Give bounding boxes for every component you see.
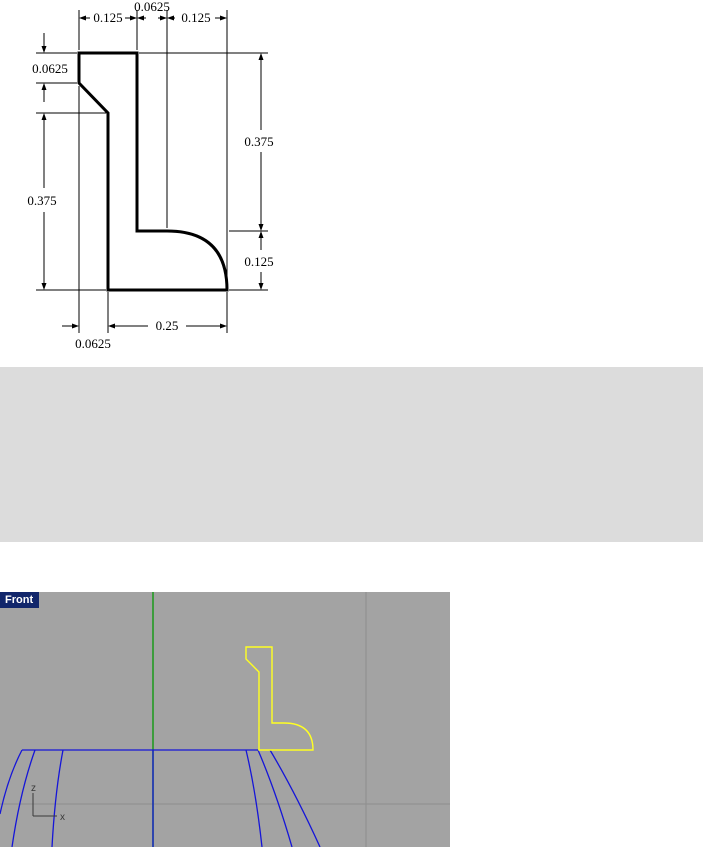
viewport-title-tab[interactable]: Front bbox=[0, 592, 40, 608]
technical-drawing: 0.125 0.0625 0.125 0.0625 0.375 0.375 0.… bbox=[27, 0, 273, 351]
dim-top-gap: 0.0625 bbox=[134, 0, 170, 14]
gray-separator-band bbox=[0, 367, 703, 542]
axis-indicator-icon bbox=[32, 793, 57, 817]
profile-curve[interactable] bbox=[245, 646, 314, 751]
front-viewport[interactable]: z x Front bbox=[0, 592, 450, 847]
axis-label-z: z bbox=[31, 783, 36, 794]
revolved-surface-curves bbox=[0, 749, 321, 847]
dim-top-left-width: 0.125 bbox=[93, 10, 122, 25]
dimension-lines bbox=[36, 10, 268, 333]
axis-label-x: x bbox=[60, 812, 65, 823]
dim-right-lower-height: 0.125 bbox=[244, 254, 273, 269]
profile-outline bbox=[77, 51, 229, 292]
dim-right-upper-height: 0.375 bbox=[244, 134, 273, 149]
dim-left-height: 0.375 bbox=[27, 193, 56, 208]
dim-bottom-left-offset: 0.0625 bbox=[75, 336, 111, 351]
arrowheads bbox=[41, 15, 264, 329]
dim-bottom-width: 0.25 bbox=[156, 318, 179, 333]
viewport-canvas[interactable]: z x bbox=[0, 592, 450, 847]
dim-left-notch-height: 0.0625 bbox=[32, 61, 68, 76]
dim-top-right-width: 0.125 bbox=[181, 10, 210, 25]
